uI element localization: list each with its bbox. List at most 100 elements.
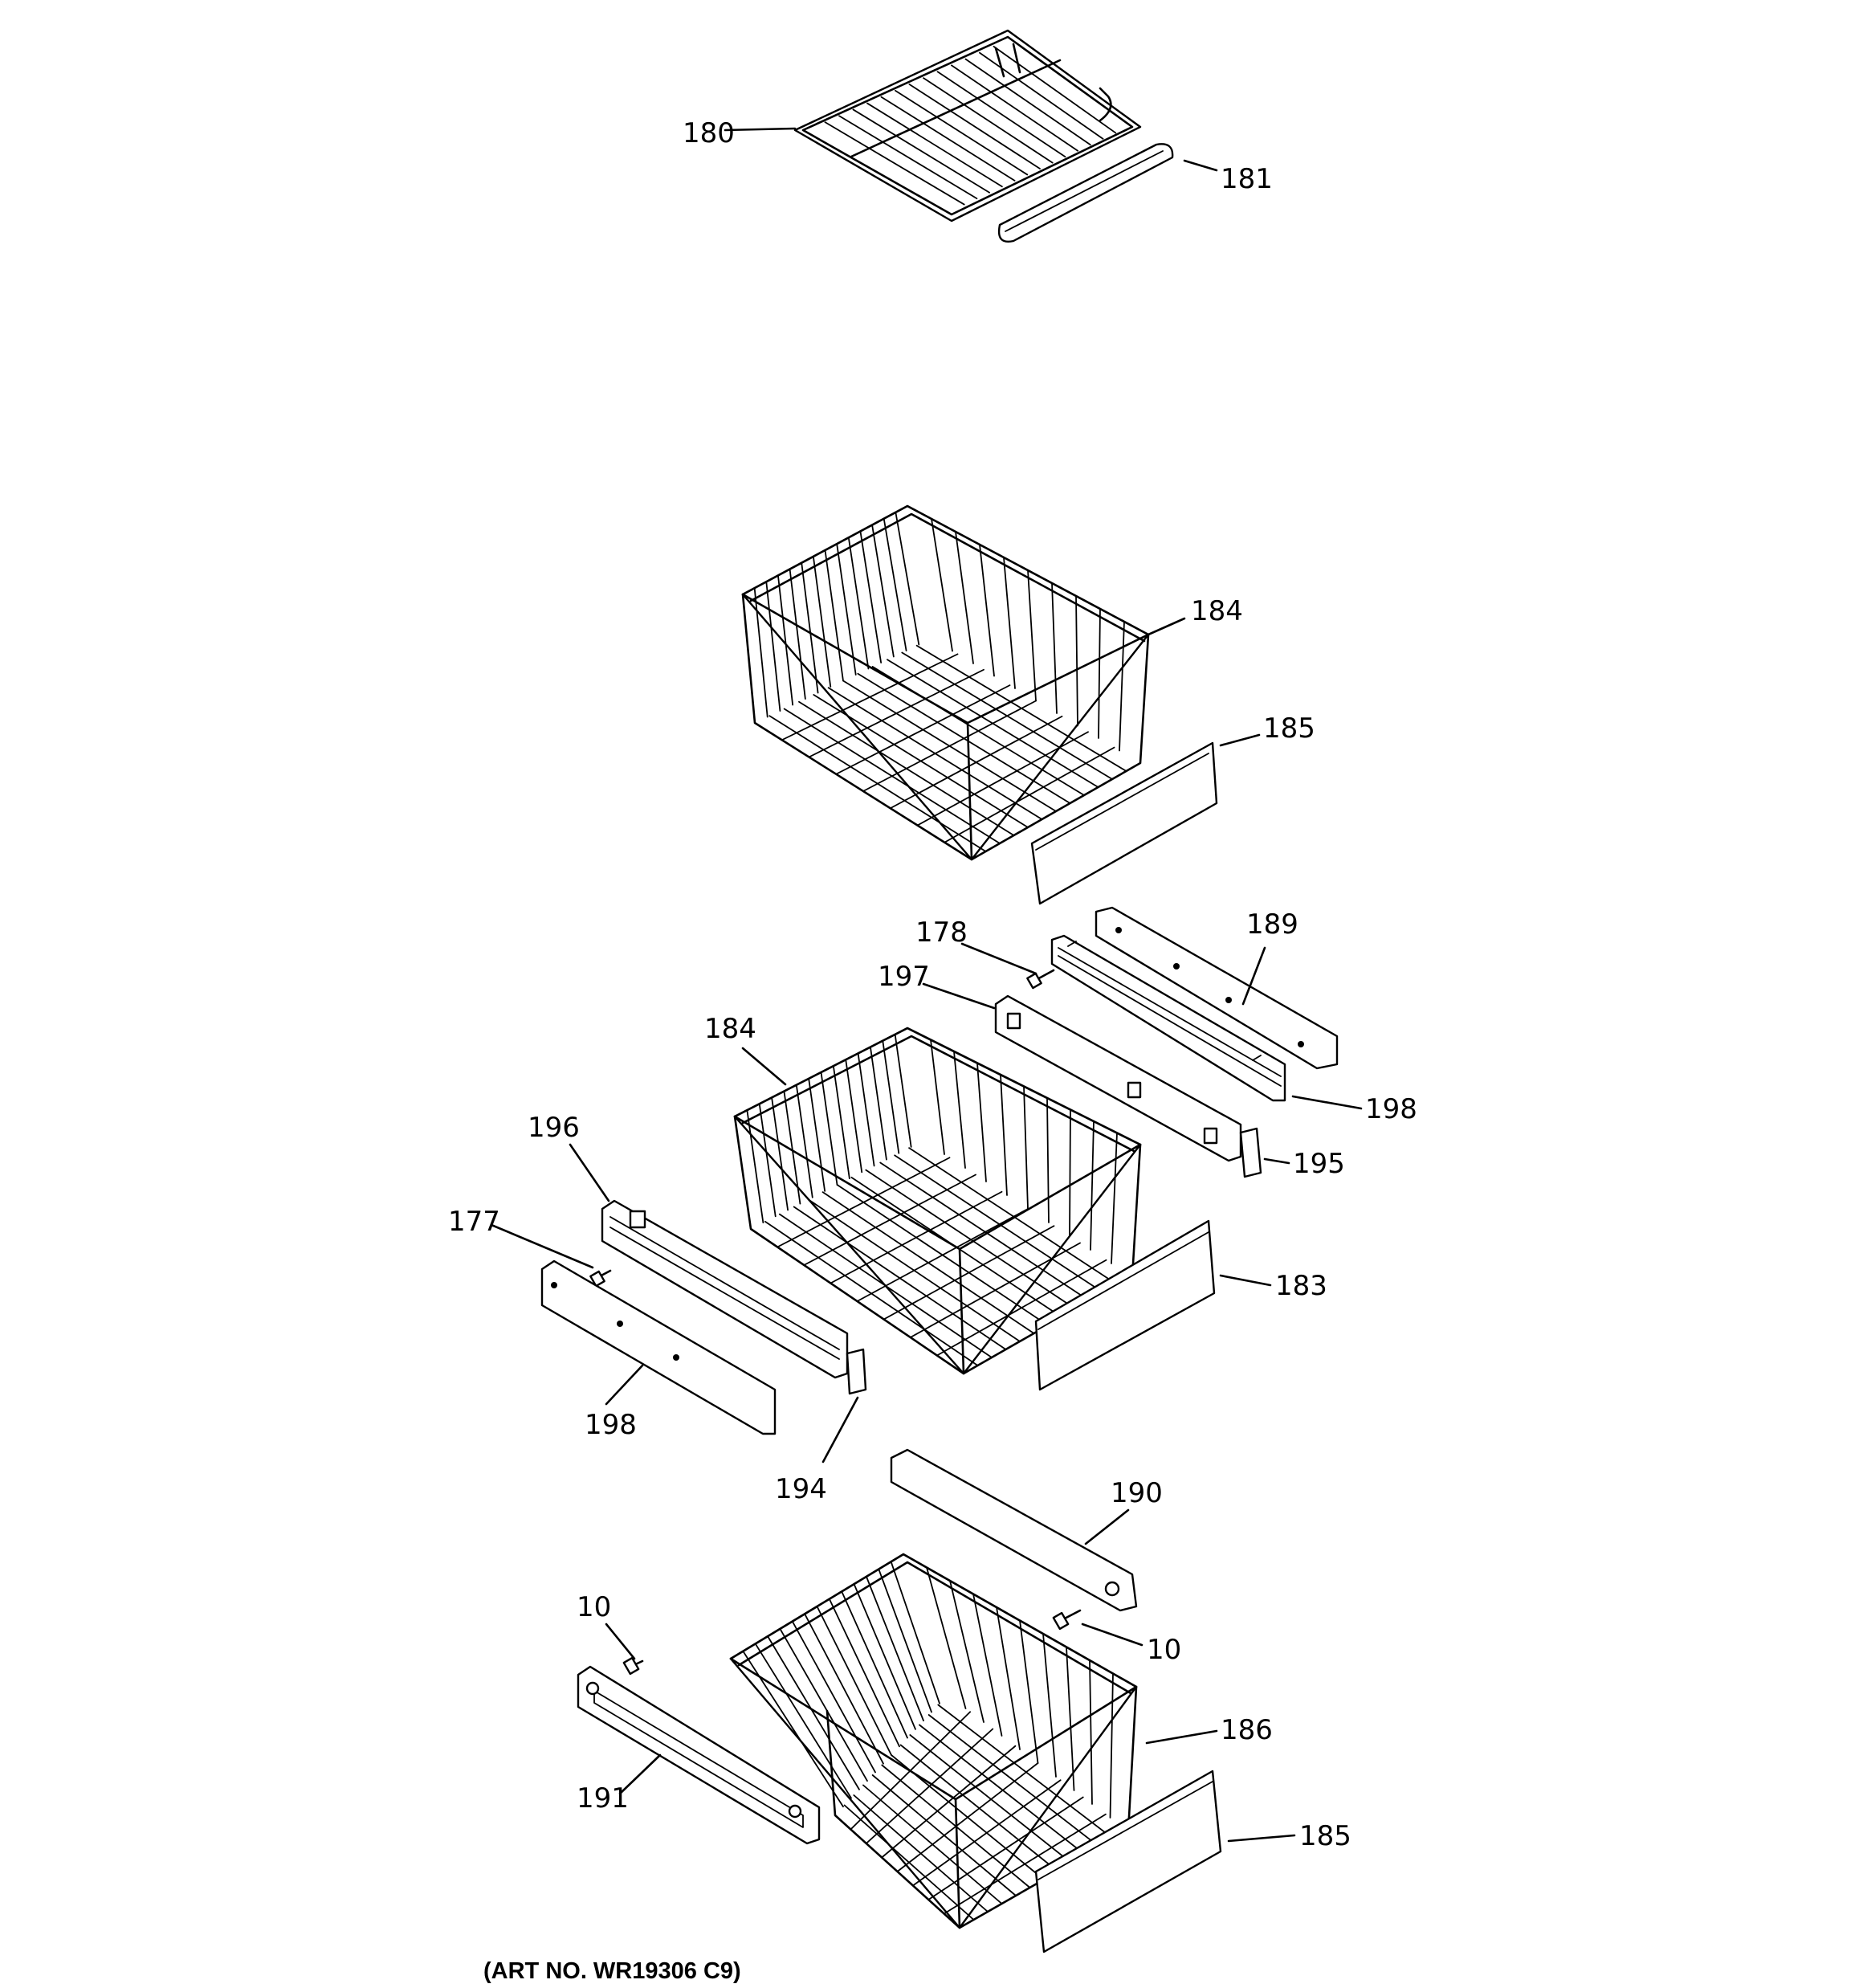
wire-line — [813, 694, 1029, 828]
wire-line — [1000, 1074, 1008, 1196]
wire-line — [843, 1804, 975, 1921]
shelf-trim-181 — [997, 143, 1174, 243]
callout-189: 189 — [1246, 908, 1298, 941]
wire-line — [908, 1147, 1119, 1286]
leader-lines — [490, 127, 1363, 1843]
bracket-plate-197 — [994, 994, 1242, 1162]
wire-line — [821, 1191, 1035, 1334]
wire-line — [909, 1734, 1073, 1864]
callout-labels: 180 181 184 185 189 178 197 184 198 195 … — [448, 117, 1417, 1852]
wire-line — [768, 715, 987, 852]
wire-line — [783, 1090, 801, 1205]
wire-line — [895, 89, 1029, 176]
wire-line — [795, 1084, 813, 1198]
callout-183: 183 — [1275, 1270, 1327, 1302]
wire-line — [753, 587, 768, 718]
wire-line — [923, 77, 1054, 164]
wire-line — [866, 1575, 924, 1722]
wire-line — [894, 1154, 1105, 1294]
wire-line — [1027, 569, 1037, 702]
wire-line — [1023, 1085, 1029, 1210]
wire-line — [764, 1220, 979, 1366]
callout-10-right: 10 — [1147, 1634, 1181, 1666]
wire-line — [852, 108, 991, 194]
wire-line — [850, 1176, 1063, 1318]
rail-cover-190 — [890, 1448, 1138, 1612]
wire-line — [871, 1774, 1017, 1896]
wire-line — [870, 1046, 887, 1161]
wire-line — [871, 524, 895, 658]
wire-line — [927, 1714, 1101, 1848]
wire-shelf-180 — [793, 29, 1142, 222]
wire-line — [777, 574, 794, 706]
wire-line — [953, 1051, 966, 1169]
wire-line — [754, 1643, 852, 1799]
screw-10-right — [1052, 1609, 1082, 1631]
wire-line — [895, 511, 920, 646]
clip-195 — [1239, 1127, 1262, 1178]
callout-184-top: 184 — [1191, 595, 1243, 627]
wire-line — [816, 1606, 892, 1756]
art-number: (ART NO. WR19306 C9) — [483, 1958, 741, 1984]
wire-line — [812, 555, 832, 688]
wire-line — [926, 1566, 967, 1709]
slide-rail-198-left — [540, 1259, 777, 1435]
basket-front-183 — [1034, 1219, 1216, 1391]
wire-line — [758, 1103, 777, 1218]
wire-line — [857, 1052, 875, 1167]
wire-line — [894, 1033, 912, 1148]
wire-line — [993, 45, 1117, 134]
callout-177: 177 — [448, 1206, 500, 1238]
callout-191: 191 — [577, 1782, 629, 1815]
wire-line — [742, 1650, 844, 1808]
callout-197: 197 — [878, 961, 930, 993]
wire-line — [836, 1184, 1049, 1326]
wire-line — [1075, 595, 1078, 727]
slide-rail-198-right — [1050, 934, 1286, 1102]
wire-line — [836, 543, 857, 676]
callout-195: 195 — [1293, 1148, 1345, 1180]
callout-194: 194 — [775, 1473, 827, 1505]
wire-line — [783, 708, 1001, 844]
wire-line — [936, 71, 1066, 158]
wire-basket-184-top — [741, 504, 1150, 861]
wire-line — [765, 581, 781, 712]
wire-line — [1046, 1097, 1050, 1223]
wire-line — [793, 1206, 1007, 1350]
wire-line — [862, 1784, 1003, 1904]
wire-line — [789, 568, 806, 700]
basket-front-185-bottom — [1034, 1770, 1222, 1953]
wire-line — [887, 659, 1099, 788]
callout-184-middle: 184 — [704, 1013, 756, 1045]
wire-line — [866, 102, 1003, 188]
callout-178: 178 — [915, 916, 968, 949]
front-trim-191 — [577, 1665, 821, 1845]
wire-line — [832, 1065, 850, 1180]
wire-line — [871, 666, 1085, 796]
callout-198-right: 198 — [1365, 1093, 1417, 1125]
wire-line — [808, 1077, 826, 1192]
callout-181: 181 — [1221, 163, 1273, 195]
wire-line — [937, 1704, 1115, 1840]
wire-line — [853, 1794, 989, 1912]
rail-cover-189 — [1095, 906, 1339, 1070]
wire-line — [798, 700, 1015, 836]
wire-line — [1090, 1121, 1095, 1251]
wire-line — [1051, 582, 1058, 714]
wire-line — [824, 121, 965, 206]
wire-line — [955, 531, 974, 664]
callout-186: 186 — [1221, 1714, 1273, 1746]
wire-line — [791, 1620, 876, 1774]
wire-line — [951, 64, 1079, 152]
wire-line — [779, 1627, 868, 1782]
wire-line — [842, 680, 1057, 812]
wire-line — [976, 1062, 987, 1182]
wire-line — [949, 1580, 984, 1723]
wire-line — [847, 537, 870, 670]
wire-line — [890, 1561, 940, 1704]
wire-line — [1042, 1633, 1057, 1778]
wire-line — [853, 1583, 916, 1730]
wire-line — [880, 96, 1016, 182]
wire-line — [807, 1198, 1021, 1342]
